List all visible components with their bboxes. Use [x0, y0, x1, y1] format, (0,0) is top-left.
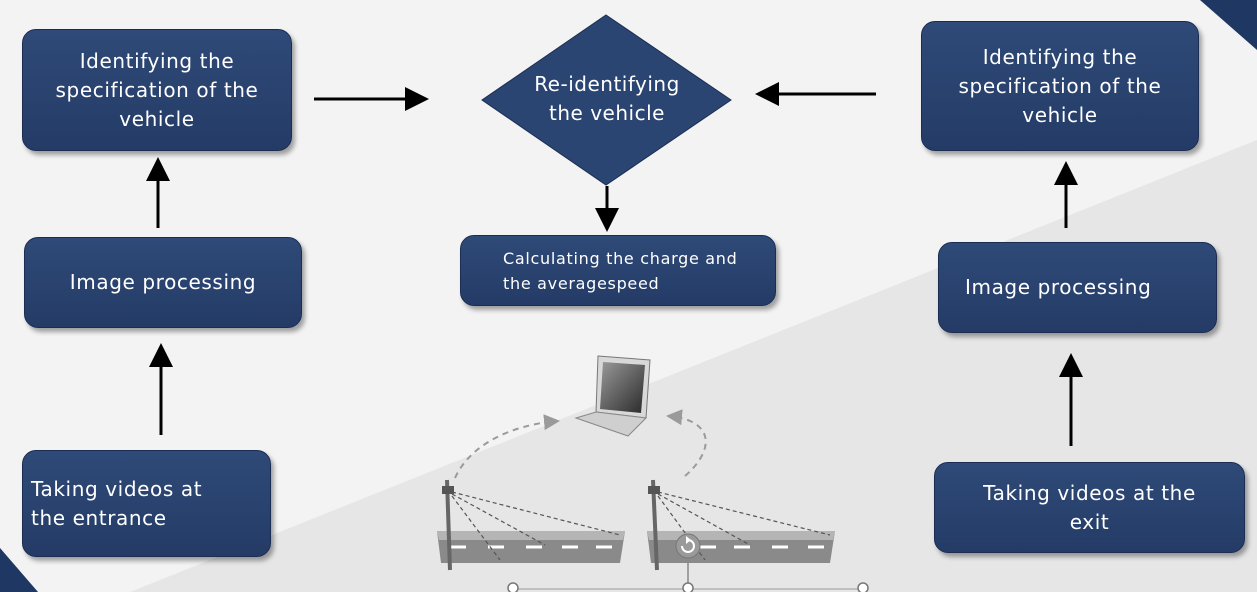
selection-handles — [507, 560, 869, 592]
dashed-arrow-left-camera — [454, 414, 560, 479]
calculating-charge-box: Calculating the charge and the averagesp… — [460, 235, 776, 306]
right-image-processing-box: Image processing — [938, 242, 1217, 333]
re-identifying-label: Re-identifying the vehicle — [534, 72, 680, 125]
re-identifying-diamond — [481, 14, 732, 186]
left-spec-box: Identifying the specification of the veh… — [22, 29, 292, 151]
right-taking-videos-box: Taking videos at the exit — [934, 462, 1245, 553]
exit-camera-scene — [647, 479, 835, 571]
corner-accent-top-right — [1200, 0, 1257, 50]
right-spec-box: Identifying the specification of the veh… — [921, 21, 1199, 151]
refresh-icon — [675, 533, 701, 559]
camera-pole-icon — [445, 479, 452, 571]
corner-accent-bottom-left — [0, 548, 38, 592]
left-taking-videos-box: Taking videos at the entrance — [22, 450, 271, 557]
entrance-camera-scene — [437, 479, 625, 571]
left-image-processing-box: Image processing — [24, 237, 302, 328]
dashed-arrow-right-camera — [666, 409, 707, 477]
laptop-icon — [574, 355, 651, 437]
